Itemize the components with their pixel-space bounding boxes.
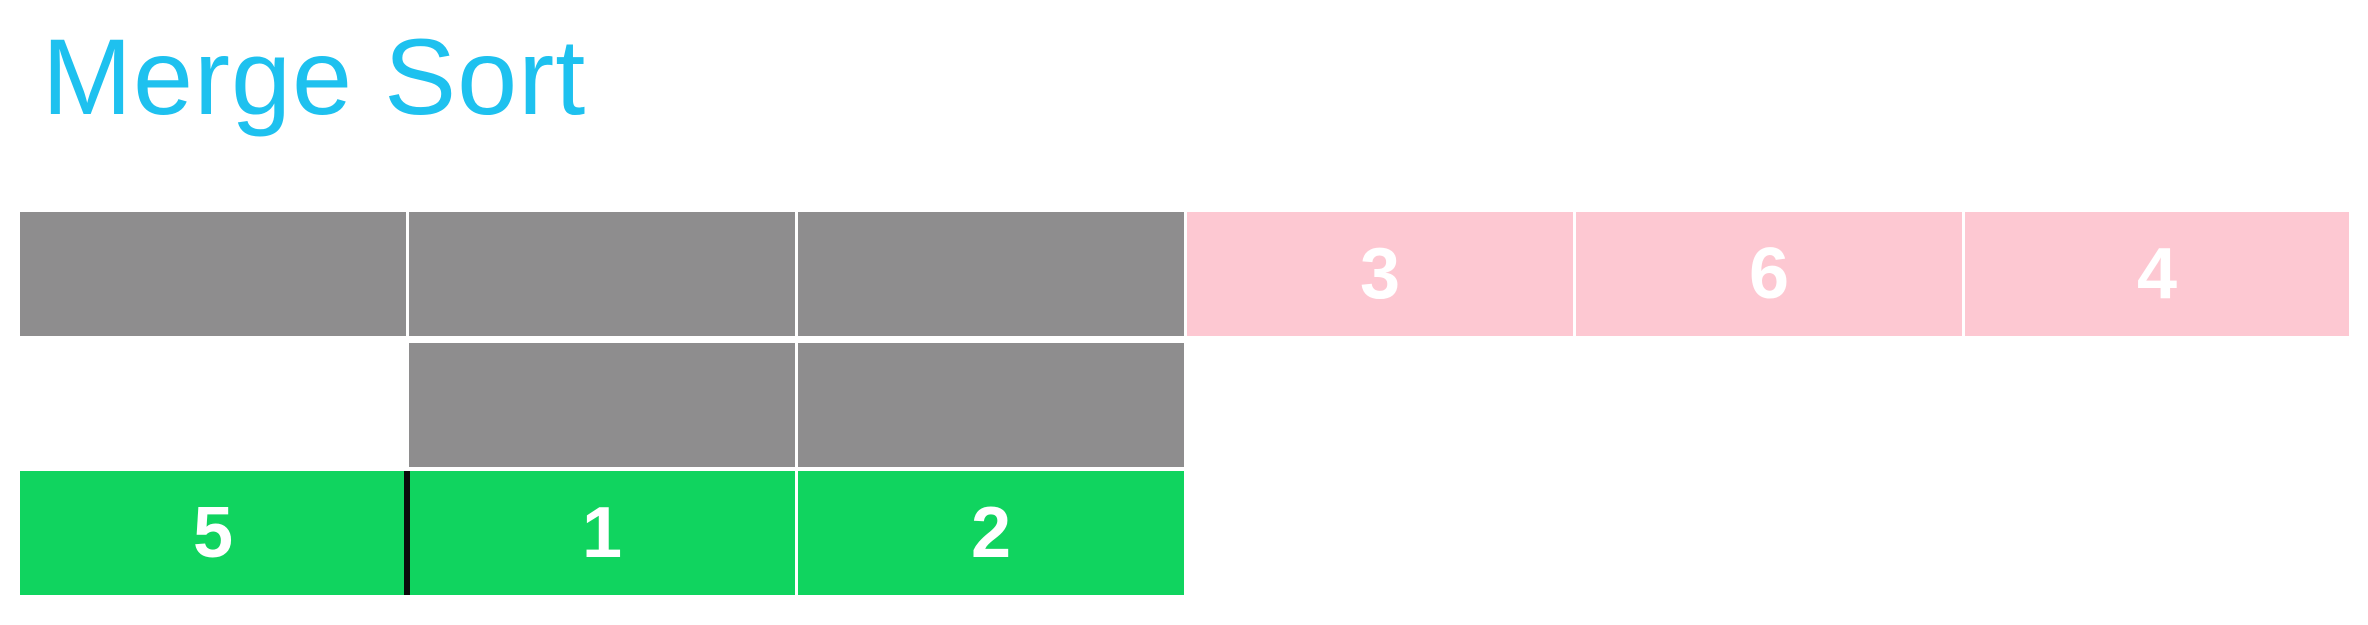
array-cell [409, 212, 795, 336]
array-cell: 1 [409, 471, 795, 595]
array-row-bottom: 5 1 2 [0, 471, 2368, 595]
array-cell [798, 343, 1184, 467]
array-cell: 6 [1576, 212, 1962, 336]
array-cell: 5 [20, 471, 406, 595]
array-cell: 3 [1187, 212, 1573, 336]
diagram-title: Merge Sort [42, 16, 587, 137]
array-cell [798, 212, 1184, 336]
array-row-top: 3 6 4 [0, 212, 2368, 336]
merge-pointer-divider [404, 471, 410, 595]
array-cell: 4 [1965, 212, 2349, 336]
array-cell [409, 343, 795, 467]
array-row-middle [0, 343, 2368, 467]
array-cell: 2 [798, 471, 1184, 595]
array-cell [20, 212, 406, 336]
